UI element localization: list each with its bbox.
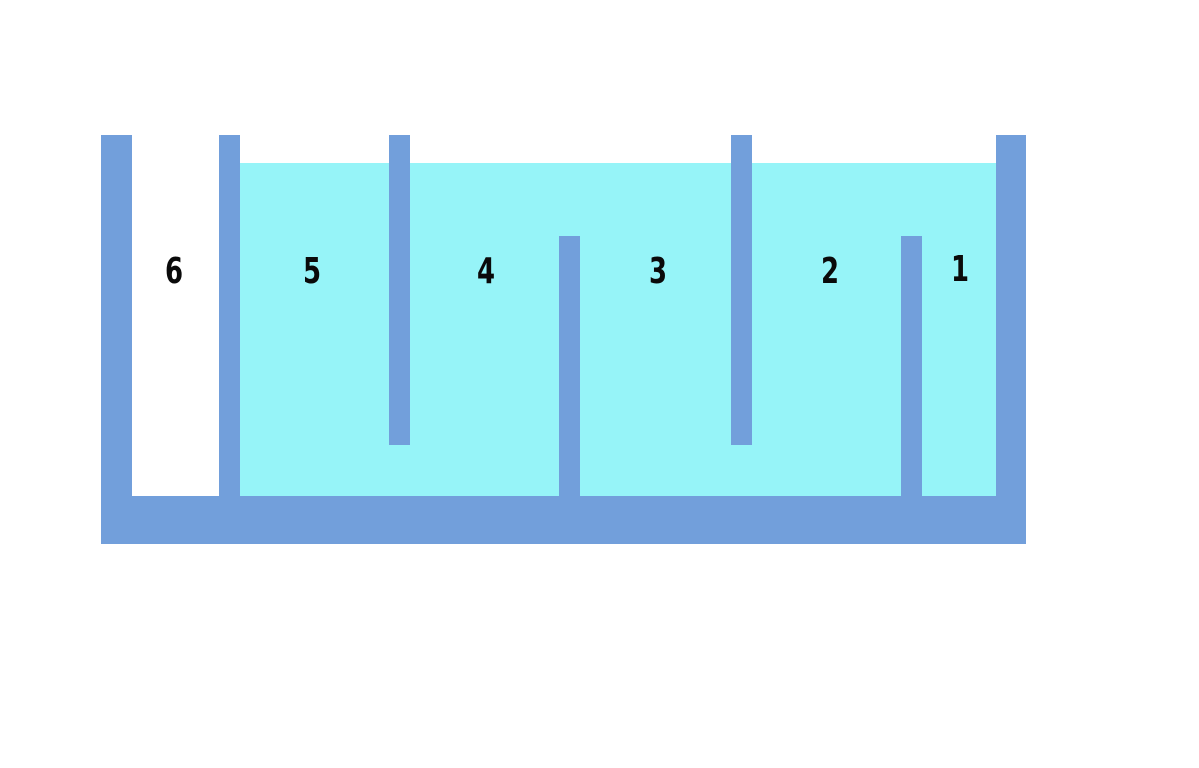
standing-baffle-right (901, 236, 922, 544)
water-fill (240, 163, 996, 496)
chamber-label-2: 2 (820, 251, 840, 292)
chamber-label-5: 5 (302, 251, 322, 292)
standing-baffle-middle (559, 236, 580, 544)
hanging-baffle-left (389, 135, 410, 445)
hanging-baffle-right (731, 135, 752, 445)
chamber-label-3: 3 (648, 251, 668, 292)
chamber-label-1: 1 (950, 249, 970, 290)
tank-right-wall (996, 135, 1026, 544)
tank-left-wall (101, 135, 132, 544)
full-divider-wall (219, 135, 240, 544)
chamber-label-4: 4 (476, 251, 496, 292)
chamber-label-6: 6 (164, 251, 184, 292)
